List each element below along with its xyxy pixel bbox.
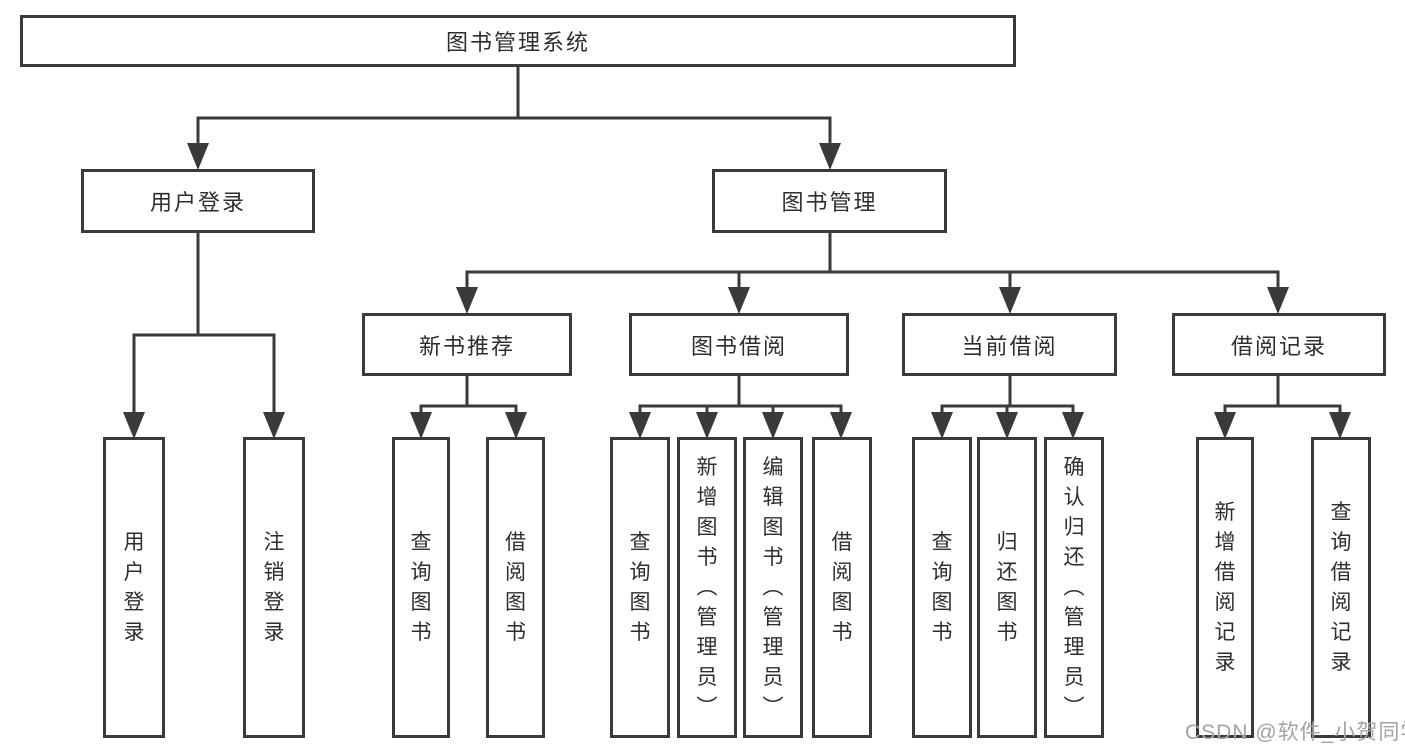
leaf-current-return-books: 归还图书 [977,437,1037,738]
node-borrowing-records: 借阅记录 [1172,313,1386,376]
node-book-borrowing: 图书借阅 [629,313,849,376]
csdn-watermark: CSDN @软件_小贺同学 [1185,721,1405,744]
node-book-management-system: 图书管理系统 [20,15,1016,67]
leaf-logout: 注销登录 [243,437,305,738]
leaf-recommend-borrow-books: 借阅图书 [486,437,545,738]
leaf-current-confirm-return-admin: 确认归还︵管理员︶ [1044,437,1104,738]
leaf-current-query-books: 查询图书 [912,437,972,738]
leaf-borrow-query-books: 查询图书 [610,437,670,738]
node-current-borrowing: 当前借阅 [902,313,1117,376]
leaf-borrow-edit-books-admin: 编辑图书︵管理员︶ [743,437,803,738]
leaf-user-login: 用户登录 [103,437,165,738]
leaf-records-add-borrow-record: 新增借阅记录 [1196,437,1254,738]
node-book-management: 图书管理 [712,169,947,233]
leaf-records-query-borrow-record: 查询借阅记录 [1311,437,1371,738]
leaf-borrow-add-books-admin: 新增图书︵管理员︶ [677,437,737,738]
node-new-book-recommend: 新书推荐 [362,313,572,376]
leaf-borrow-borrow-books: 借阅图书 [812,437,872,738]
leaf-recommend-query-books: 查询图书 [392,437,450,738]
node-user-login: 用户登录 [81,169,315,233]
